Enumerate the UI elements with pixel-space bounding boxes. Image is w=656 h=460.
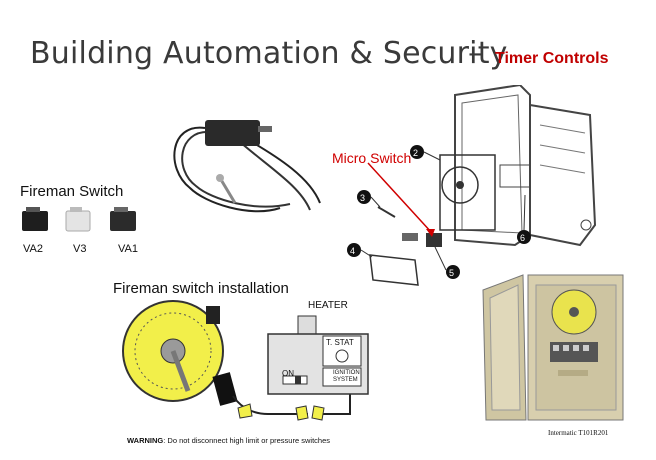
micro-switch-wires-image bbox=[173, 120, 321, 213]
ignition-line-1: IGNITION bbox=[333, 370, 360, 376]
title-dash: – bbox=[468, 36, 483, 71]
warning-bold: WARNING bbox=[127, 436, 164, 445]
warning-note: WARNING: Do not disconnect high limit or… bbox=[127, 436, 330, 445]
ignition-line-2: SYSTEM bbox=[333, 377, 358, 383]
slide-subtitle: Timer Controls bbox=[495, 50, 609, 67]
fireman-switch-label: Fireman Switch bbox=[20, 183, 124, 200]
product-caption: Intermatic T101R201 bbox=[548, 429, 609, 437]
micro-switch-label: Micro Switch bbox=[332, 150, 412, 166]
heater-label: HEATER bbox=[308, 300, 348, 311]
callout-2: 2 bbox=[413, 148, 418, 158]
intermatic-timer-photo bbox=[482, 274, 624, 421]
ignition-system-label: IGNITION SYSTEM bbox=[333, 370, 360, 384]
callout-5: 5 bbox=[449, 268, 454, 278]
callout-3: 3 bbox=[360, 193, 365, 203]
tstat-label: T. STAT bbox=[326, 338, 354, 347]
variant-v3: V3 bbox=[73, 243, 87, 255]
fireman-switch-variants-image bbox=[22, 207, 136, 232]
on-label: ON bbox=[282, 369, 294, 378]
warning-text: : Do not disconnect high limit or pressu… bbox=[163, 436, 330, 445]
exploded-timer-diagram: 2 3 4 5 6 bbox=[347, 85, 597, 286]
installation-label: Fireman switch installation bbox=[113, 280, 289, 297]
callout-4: 4 bbox=[350, 246, 355, 256]
installation-diagram bbox=[122, 300, 369, 421]
callout-6: 6 bbox=[520, 233, 525, 243]
slide-title: Building Automation & Security bbox=[30, 36, 508, 71]
variant-va2: VA2 bbox=[23, 243, 43, 255]
variant-va1: VA1 bbox=[118, 243, 138, 255]
